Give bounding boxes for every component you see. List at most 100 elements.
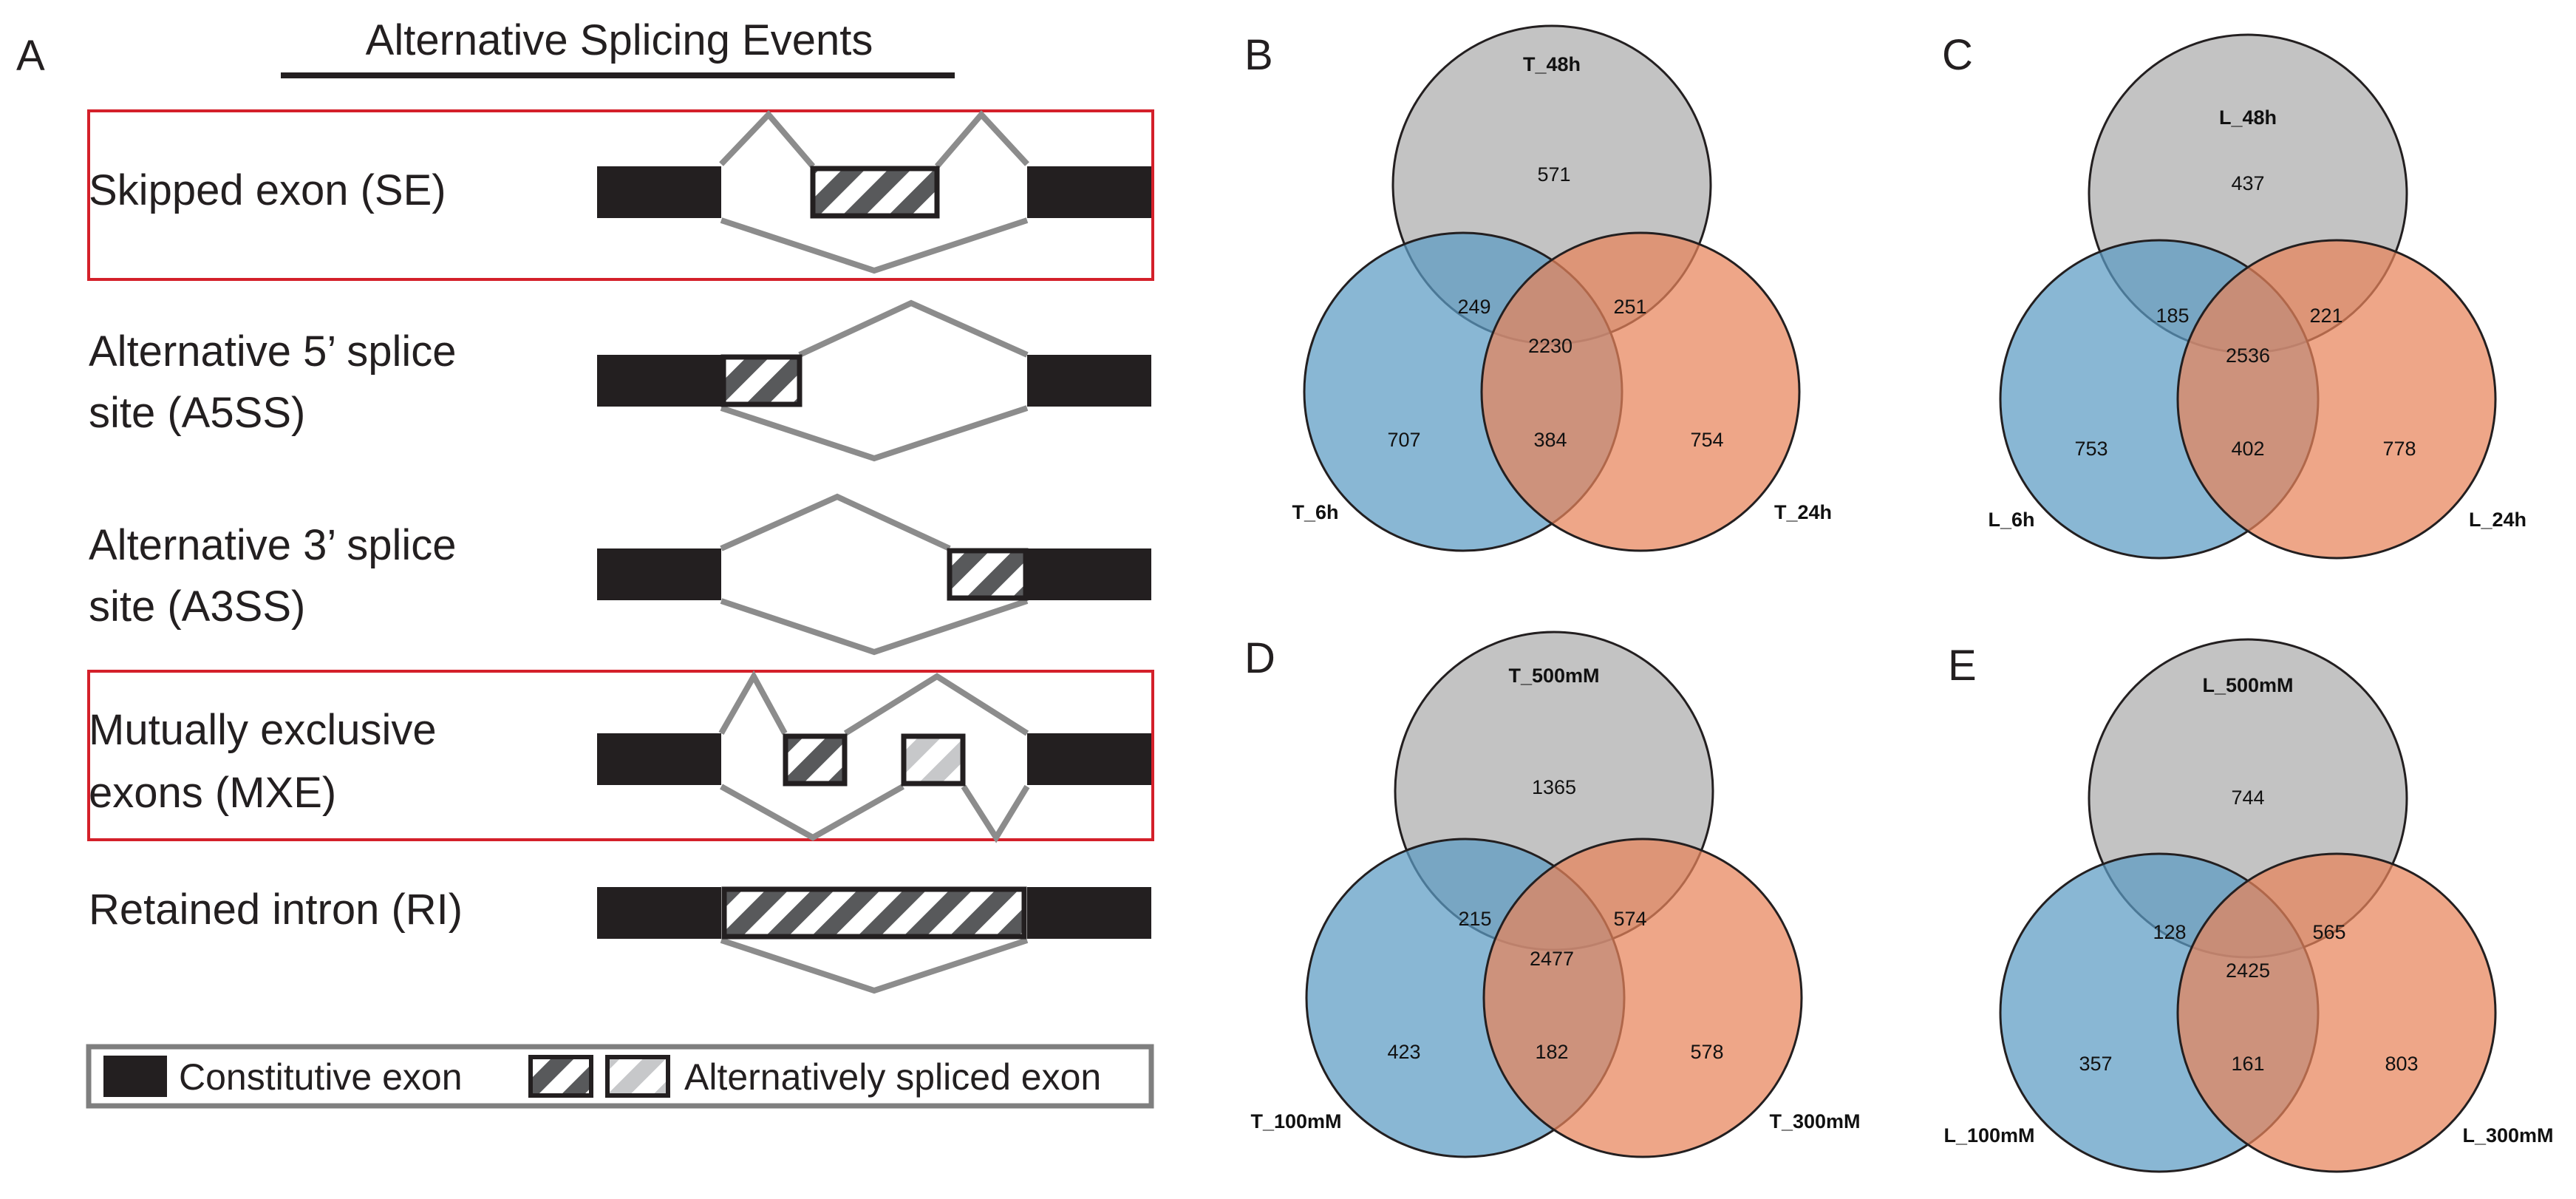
event-label-a5ss-line1: Alternative 5’ splice [89,327,457,376]
venn-set-label-top: T_48h [1523,53,1581,75]
venn-count-top-left: 249 [1457,296,1490,318]
venn-count-top-only: 1365 [1532,776,1576,798]
venn-count-top-right: 251 [1613,296,1646,318]
venn-count-left-right: 384 [1533,429,1567,451]
venn-count-right-only: 578 [1690,1041,1723,1063]
venn-count-top-right: 574 [1613,908,1646,930]
venn-set-label-right: L_300mM [2462,1124,2553,1147]
constitutive-exon [597,166,721,218]
venn-count-top-only: 571 [1537,163,1570,186]
venn-set-label-top: L_48h [2219,106,2277,129]
splice-junction-line [720,937,1029,994]
venn-count-top-left: 215 [1458,908,1491,930]
constitutive-exon [597,548,721,600]
constitutive-exon [1027,166,1151,218]
venn-circle-right [2176,852,2497,1173]
constitutive-exon [1027,355,1151,407]
title-underline [281,72,955,78]
venn-set-label-left: T_6h [1292,501,1338,523]
venn-count-left-right: 161 [2231,1053,2264,1075]
venn-set-label-left: L_100mM [1943,1124,2034,1147]
venn-count-all: 2477 [1530,948,1574,970]
venn-set-label-right: T_300mM [1769,1110,1860,1132]
splice-junction-line [718,670,788,735]
constitutive-exon [1027,548,1151,600]
venn-count-right-only: 754 [1690,429,1723,451]
event-mxe: Mutually exclusive exons (MXE) [87,670,1154,843]
legend-swatch-alt-light [605,1055,670,1098]
highlight-box-se [87,109,1154,281]
venn-count-top-only: 744 [2231,787,2264,809]
event-label-a5ss-line2: site (A5SS) [89,389,305,437]
venn-count-top-right: 565 [2312,921,2345,943]
event-label-a3ss-line1: Alternative 3’ splice [89,521,457,569]
venn-count-all: 2425 [2226,959,2270,982]
venn-set-label-left: L_6h [1988,509,2034,531]
alternative-exon [720,354,803,407]
alternative-exon [810,166,940,219]
event-retained-intron: Retained intron (RI) [89,886,1151,994]
venn-circle-right [2176,239,2497,560]
panel-a: A Alternative Splicing Events Skipped ex… [16,16,1154,1109]
legend-swatch-alt-dark [528,1055,593,1098]
venn-set-label-top: T_500mM [1508,665,1599,687]
legend-label-constitutive: Constitutive exon [179,1056,463,1098]
venn-count-top-left: 185 [2156,305,2189,327]
venn-panel-b: B T_48h T_6h T_24h 571 707 754 249 251 3… [1244,24,1832,552]
venn-count-left-only: 753 [2074,438,2108,460]
splice-junction-line [719,110,816,169]
event-a5ss: Alternative 5’ splice site (A5SS) [89,299,1151,462]
splice-junction-line [720,405,1029,462]
venn-set-label-right: T_24h [1774,501,1832,523]
retained-intron-region [721,886,1027,940]
panel-letter-e: E [1948,642,1977,690]
constitutive-exon [597,355,721,407]
event-skipped-exon: Skipped exon (SE) [87,109,1154,281]
legend-swatch-constitutive [103,1056,167,1097]
event-label-mxe-line1: Mutually exclusive [89,706,437,754]
legend-label-alternative: Alternatively spliced exon [684,1056,1101,1098]
venn-set-label-right: L_24h [2469,509,2526,531]
venn-count-left-only: 423 [1387,1041,1420,1063]
splice-junction-line [961,784,1030,843]
constitutive-exon [597,887,721,939]
splice-junction-line [798,299,1029,358]
venn-count-top-only: 437 [2231,172,2264,194]
venn-count-right-only: 778 [2382,438,2416,460]
venn-count-all: 2230 [1528,335,1572,357]
venn-set-label-top: L_500mM [2202,674,2293,696]
event-label-a3ss-line2: site (A3SS) [89,582,305,631]
constitutive-exon [1027,733,1151,785]
event-label-ri-line1: Retained intron (RI) [89,886,463,934]
venn-panel-e: E L_500mM L_100mM L_300mM 744 357 803 12… [1943,638,2554,1173]
venn-count-left-right: 402 [2231,438,2264,460]
splice-junction-line [720,598,1029,656]
constitutive-exon [1027,887,1151,939]
panel-letter-a: A [16,32,45,80]
venn-set-label-left: T_100mM [1250,1110,1341,1132]
splice-junction-line [720,493,951,551]
legend: Constitutive exon Alternatively spliced … [86,1044,1154,1109]
panel-a-title: Alternative Splicing Events [366,16,873,64]
venn-circle-right [1482,838,1803,1158]
venn-panel-d: D T_500mM T_100mM T_300mM 1365 423 578 2… [1244,631,1861,1158]
constitutive-exon [597,733,721,785]
venn-circle-right [1480,231,1801,552]
venn-count-all: 2536 [2226,344,2270,367]
venn-count-left-right: 182 [1535,1041,1568,1063]
panel-letter-b: B [1244,31,1273,79]
event-a3ss: Alternative 3’ splice site (A3SS) [89,493,1151,656]
venn-panel-c: C L_48h L_6h L_24h 437 753 778 185 221 4… [1942,31,2526,560]
highlight-box-mxe [87,670,1154,841]
panel-letter-c: C [1942,31,1973,79]
event-label-se-line1: Skipped exon (SE) [89,166,446,214]
event-label-mxe-line2: exons (MXE) [89,769,336,817]
venn-count-left-only: 707 [1387,429,1420,451]
venn-count-right-only: 803 [2385,1053,2418,1075]
venn-count-top-left: 128 [2153,921,2186,943]
panel-letter-d: D [1244,634,1275,682]
alternative-exon-light [901,733,966,787]
splice-junction-line [843,673,1029,736]
splice-skip-line [720,217,1029,274]
